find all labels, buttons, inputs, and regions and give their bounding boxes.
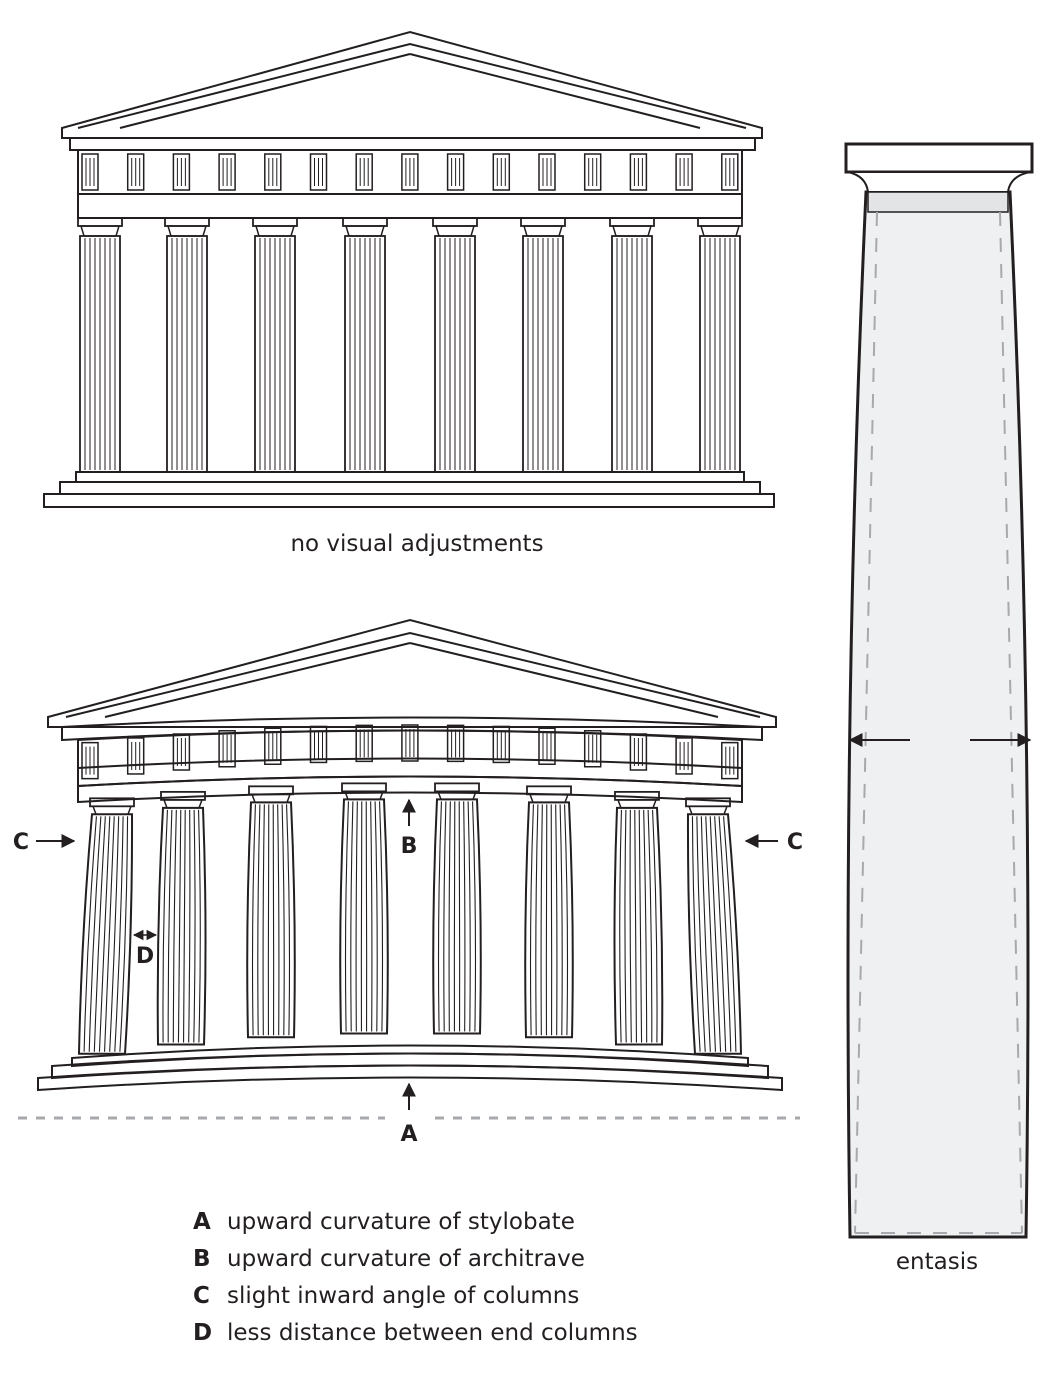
legend-key-c: C xyxy=(193,1283,210,1309)
top-triglyphs xyxy=(81,153,739,191)
column xyxy=(246,785,296,1039)
column xyxy=(685,797,743,1055)
column xyxy=(432,217,478,473)
triglyph xyxy=(172,153,191,191)
column xyxy=(77,217,123,473)
column xyxy=(432,782,482,1035)
triglyph xyxy=(218,153,236,191)
column xyxy=(77,797,135,1055)
triglyph xyxy=(583,730,602,768)
triglyph xyxy=(675,737,693,775)
legend-text-c: slight inward angle of columns xyxy=(227,1283,579,1309)
top-step-1 xyxy=(59,481,761,495)
triglyph xyxy=(721,153,739,191)
column xyxy=(613,790,664,1046)
column xyxy=(156,790,207,1046)
top-pediment xyxy=(61,30,763,139)
marker-c-left: C xyxy=(13,830,29,855)
top-step-2 xyxy=(43,493,775,508)
entasis-capital-abacus xyxy=(844,142,1034,174)
column xyxy=(339,782,389,1035)
triglyph xyxy=(218,730,236,768)
entasis-column xyxy=(844,142,1034,1239)
triglyph xyxy=(401,153,419,191)
marker-a: A xyxy=(400,1122,417,1147)
column xyxy=(609,217,655,473)
entasis-shaft xyxy=(846,190,1030,1239)
triglyph xyxy=(675,153,693,191)
temple-no-adjustments xyxy=(43,30,775,508)
bottom-architrave xyxy=(77,775,743,804)
triglyph xyxy=(401,724,419,762)
triglyph xyxy=(81,741,99,780)
triglyph xyxy=(721,741,739,780)
triglyph xyxy=(355,153,373,191)
triglyph xyxy=(264,153,282,191)
triglyph xyxy=(492,153,511,191)
legend: A upward curvature of stylobate B upward… xyxy=(193,1209,638,1346)
marker-b: B xyxy=(401,834,418,859)
top-cornice xyxy=(69,137,756,151)
triglyph xyxy=(583,153,602,191)
legend-key-d: D xyxy=(193,1320,212,1346)
column xyxy=(164,217,210,473)
marker-d: D xyxy=(136,944,154,969)
legend-key-b: B xyxy=(193,1246,211,1272)
entasis-capital-echinus xyxy=(847,171,1031,193)
caption-no-visual-adjustments: no visual adjustments xyxy=(290,531,543,557)
triglyph xyxy=(538,153,556,191)
triglyph xyxy=(309,725,328,764)
triglyph xyxy=(629,733,648,771)
legend-key-a: A xyxy=(193,1209,211,1235)
triglyph xyxy=(355,724,373,763)
column xyxy=(252,217,298,473)
bottom-triglyphs xyxy=(81,724,739,780)
top-stylobate xyxy=(75,471,745,483)
triglyph xyxy=(492,725,511,764)
triglyph xyxy=(446,153,465,191)
column xyxy=(524,785,574,1039)
temple-with-adjustments xyxy=(37,618,783,1092)
top-architrave xyxy=(77,193,743,219)
legend-text-d: less distance between end columns xyxy=(227,1320,638,1346)
triglyph xyxy=(172,733,191,771)
bottom-columns xyxy=(77,782,743,1055)
triglyph xyxy=(264,727,282,765)
triglyph xyxy=(126,737,145,775)
triglyph xyxy=(538,727,556,765)
column xyxy=(697,217,743,473)
triglyph xyxy=(446,724,465,763)
triglyph xyxy=(629,153,648,191)
caption-entasis: entasis xyxy=(896,1249,978,1275)
marker-c-right: C xyxy=(787,830,803,855)
bottom-stylobate xyxy=(71,1044,749,1068)
column xyxy=(342,217,388,473)
bottom-step-2 xyxy=(37,1064,783,1092)
legend-text-a: upward curvature of stylobate xyxy=(227,1209,575,1235)
column xyxy=(520,217,566,473)
legend-text-b: upward curvature of architrave xyxy=(227,1246,585,1272)
triglyph xyxy=(81,153,99,191)
entasis-necking xyxy=(867,191,1009,213)
triglyph xyxy=(309,153,328,191)
top-columns xyxy=(77,217,743,473)
triglyph xyxy=(126,153,145,191)
bottom-pediment xyxy=(47,618,777,728)
